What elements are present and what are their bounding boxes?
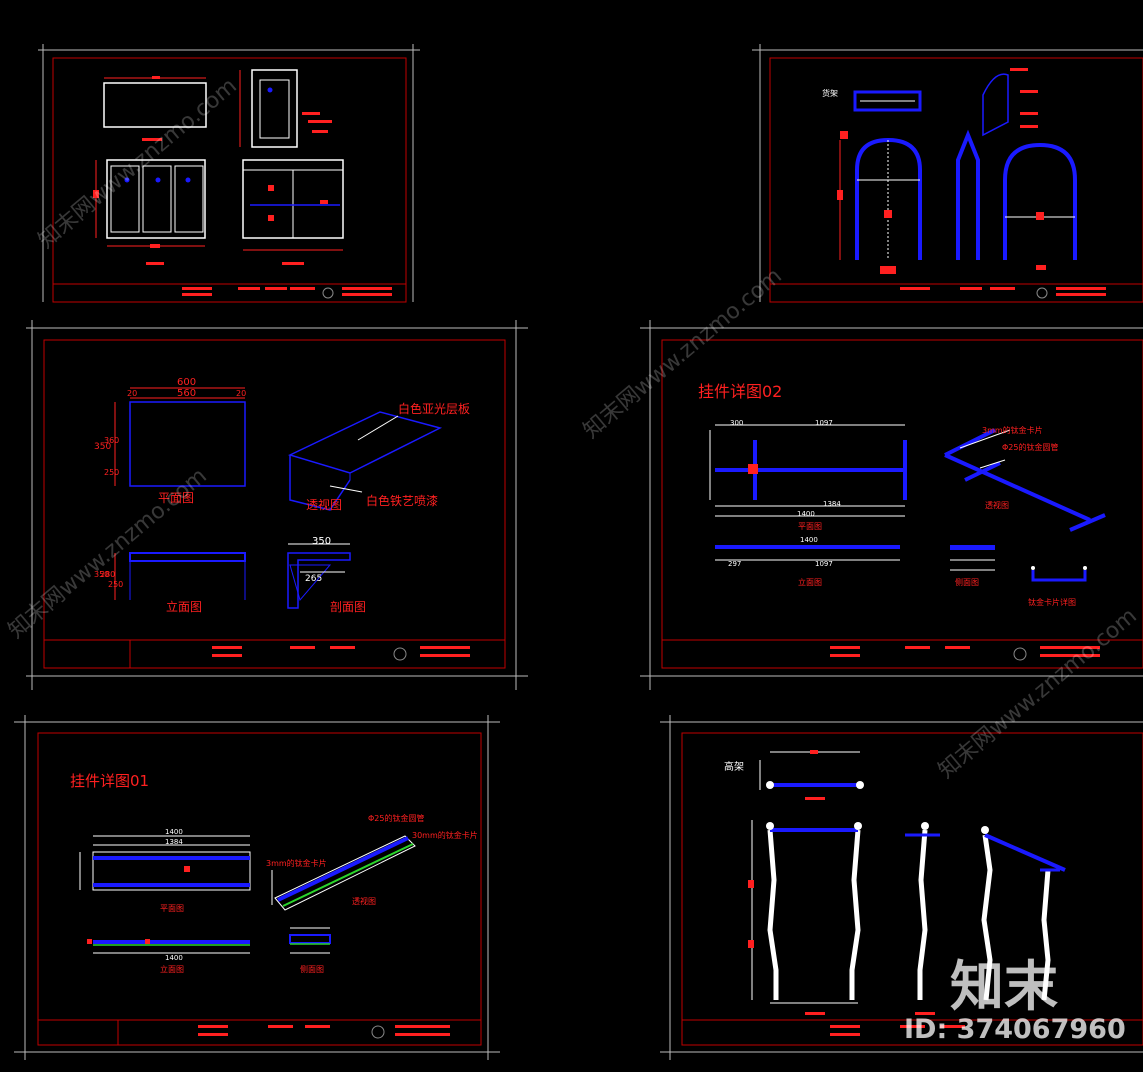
sheet-6 (660, 715, 1143, 1060)
image-id-text: ID: 374067960 (904, 1014, 1126, 1045)
callout-titanium-tube: Φ25的钛金圆管 (1002, 443, 1059, 452)
callout-matte-shelf: 白色亚光层板 (398, 402, 471, 416)
dim-560: 560 (177, 388, 197, 399)
clip-detail (1031, 570, 1087, 582)
arch-rack-side (956, 129, 980, 260)
shelf-plan (129, 401, 246, 487)
sheet-6-label: 高架 (724, 762, 744, 773)
side-view-title-2: 侧面图 (955, 578, 979, 587)
callout-titanium-clip-30-5: 30mm的钛金卡片 (412, 831, 478, 840)
shelf-perspective (287, 411, 443, 474)
callout-iron-paint: 白色铁艺喷漆 (366, 494, 439, 508)
callout-titanium-clip-5: 3mm的钛金卡片 (266, 859, 327, 868)
plan-view-title-5: 平面图 (160, 904, 184, 913)
dim-1097-plan: 1097 (815, 419, 833, 427)
callout-titanium-tube-5: Φ25的钛金圆管 (368, 814, 425, 823)
plan-view-title-2: 平面图 (798, 522, 822, 531)
section-view-title: 剖面图 (330, 600, 367, 614)
clip-detail-title: 钛金卡片详图 (1028, 598, 1076, 607)
cabinet-front (106, 159, 206, 239)
elevation-view-title-2: 立面图 (798, 578, 822, 587)
bar-elevation (87, 939, 250, 954)
shelf-elevation (129, 552, 246, 562)
sheet-4 (640, 320, 1143, 690)
dim-350-plan: 350 (94, 442, 112, 452)
cabinet-side (251, 69, 298, 148)
tall-rack-plan (759, 750, 864, 800)
dim-1097-elev: 1097 (815, 560, 833, 568)
elevation-view-title: 立面图 (166, 600, 203, 614)
callout-titanium-clip: 3mm的钛金卡片 (982, 426, 1043, 435)
dim-350-elev: 350 (94, 570, 110, 579)
tall-rack-side (905, 822, 940, 1015)
dim-350-section: 350 (312, 536, 332, 547)
side-view-title-5: 侧面图 (300, 965, 324, 974)
rod-elevation (715, 545, 900, 561)
rod-side (950, 545, 995, 550)
bar-plan (79, 835, 251, 891)
dim-265-section: 265 (305, 574, 323, 584)
shelf-section (287, 552, 351, 609)
dim-1384-plan-5: 1384 (165, 838, 183, 846)
dim-300: 300 (730, 419, 744, 427)
dim-20-right: 20 (236, 389, 247, 398)
sheet-1 (38, 44, 420, 303)
tall-rack-front (748, 820, 862, 1015)
brand-logo: 知末 (950, 955, 1058, 1018)
dim-1400-plan-5: 1400 (165, 828, 183, 836)
dim-600: 600 (177, 377, 197, 388)
dim-1400-elev: 1400 (800, 536, 818, 544)
dim-250-elev: 250 (108, 580, 124, 589)
cabinet-plan (103, 82, 207, 128)
bar-perspective (271, 835, 416, 911)
perspective-view-title: 透视图 (306, 498, 343, 512)
perspective-view-title-5: 透视图 (352, 897, 376, 906)
dim-360-plan: 360 (104, 436, 120, 445)
dim-1384-plan: 1384 (823, 500, 841, 508)
bar-side (289, 927, 331, 954)
dim-1400-plan: 1400 (797, 510, 815, 518)
rod-plan (709, 424, 907, 517)
elevation-view-title-5: 立面图 (160, 965, 184, 974)
sheet-5-title: 挂件详图01 (70, 772, 150, 790)
dim-20-left: 20 (127, 389, 138, 398)
perspective-view-title-2: 透视图 (985, 501, 1009, 510)
tall-rack-perspective (981, 826, 1066, 1001)
rack-plan (853, 90, 922, 112)
sheet-3 (26, 320, 528, 690)
sheet-2-label: 货架 (822, 89, 838, 98)
dim-297: 297 (728, 560, 742, 568)
sheet-5 (14, 715, 500, 1060)
dim-1400-elev-5: 1400 (165, 954, 183, 962)
dim-250-plan: 250 (104, 468, 120, 477)
rod-perspective (944, 428, 1106, 532)
arch-rack-3d (982, 73, 1009, 137)
arch-rack-section (1003, 142, 1077, 260)
dim-280-elev: 280 (100, 570, 116, 579)
sheet-4-title: 挂件详图02 (698, 382, 783, 401)
plan-view-title: 平面图 (158, 491, 195, 505)
sheet-2 (752, 44, 1143, 303)
